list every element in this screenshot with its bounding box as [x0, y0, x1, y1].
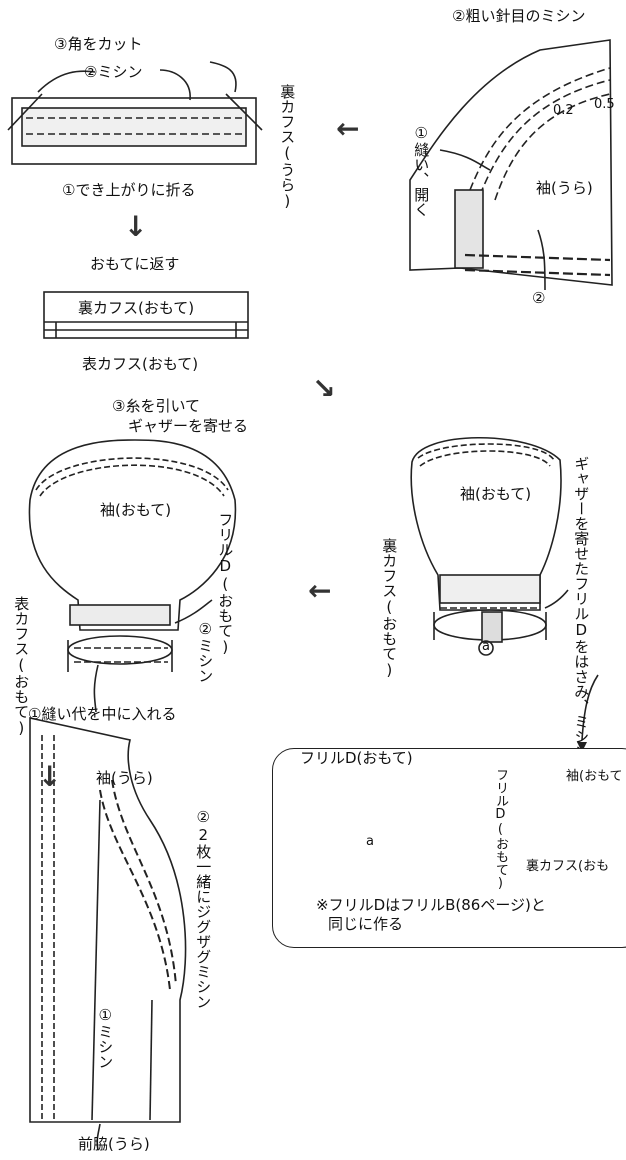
callout-frill-d-vertical: フリルD(おもて): [492, 768, 508, 891]
stitch-label: ②ミシン: [84, 63, 143, 81]
sew-open-label: ①縫い、開く: [412, 124, 431, 217]
fold-label: ①でき上がりに折る: [62, 181, 196, 199]
zigzag-label: ②2枚一緒にジグザグミシン: [194, 808, 213, 1009]
turn-out-label: おもてに返す: [90, 255, 180, 273]
arrow-left-1: ←: [336, 112, 360, 145]
ura-cuffs-label: 裏カフス(うら): [278, 84, 297, 210]
callout-back-cuffs-partial: 裏カフス(おも: [526, 859, 610, 874]
arrow-left-2: ←: [308, 574, 332, 607]
gathered-frill-label: ギャザーを寄せたフリルDをはさみ、ミシン: [572, 456, 591, 759]
pull-thread-label: ③糸を引いて: [112, 397, 200, 415]
front-cuffs-front-label: 表カフス(おもて): [82, 355, 199, 373]
callout-sleeve-partial: 袖(おもて: [566, 769, 623, 784]
measure-02: 0.2: [553, 103, 574, 118]
sleeve-with-cuff-drawing: [410, 436, 569, 656]
coarse-stitch-label: ②粗い針目のミシン: [452, 7, 586, 25]
frill-d-label: フリルD(おもて): [216, 512, 235, 656]
cuff-fold-drawing: [7, 61, 263, 165]
sleeve-back-drawing: [409, 39, 613, 291]
cuff-turned-drawing: [43, 291, 249, 339]
callout-note-line2: 同じに作る: [328, 915, 404, 933]
measure-05: 0.5: [594, 97, 615, 112]
armhole-seam-drawing: [29, 717, 187, 1151]
stitch-label-6: ①ミシン: [96, 1006, 115, 1069]
callout-pointer: [577, 742, 587, 752]
front-side-label: 前脇(うら): [78, 1135, 150, 1153]
stitch-label-4: ②ミシン: [196, 620, 215, 683]
back-cuffs-front-label: 裏カフス(おもて): [78, 299, 195, 317]
puff-sleeve-drawing: [28, 439, 237, 713]
back-cuffs-label-5: 裏カフス(おもて): [380, 538, 399, 679]
sleeve-front-label: 袖(おもて): [100, 501, 172, 519]
cut-corners-label: ③角をカット: [54, 35, 143, 53]
callout-mark-a: a: [366, 834, 374, 849]
sleeve-back-label: 袖(うら): [536, 179, 593, 197]
sleeve-front-label-5: 袖(おもて): [460, 485, 532, 503]
callout-note-line1: ※フリルDはフリルB(86ページ)と: [316, 896, 546, 914]
front-cuffs-label: 表カフス(おもて): [12, 596, 31, 737]
stitch-num-label: ②: [532, 289, 546, 307]
sleeve-back-label-6: 袖(うら): [96, 769, 153, 787]
callout-frill-d-label: フリルD(おもて): [300, 749, 413, 767]
mark-a-label: a: [482, 639, 490, 654]
seam-allowance-label: ①縫い代を中に入れる: [28, 705, 177, 723]
arrow-down-1: ↓: [124, 210, 148, 243]
arrow-down-2: ↓: [38, 760, 62, 793]
callout-box: [272, 748, 626, 948]
arrow-diag-1: ↘: [312, 372, 336, 405]
gather-label: ギャザーを寄せる: [128, 417, 249, 435]
